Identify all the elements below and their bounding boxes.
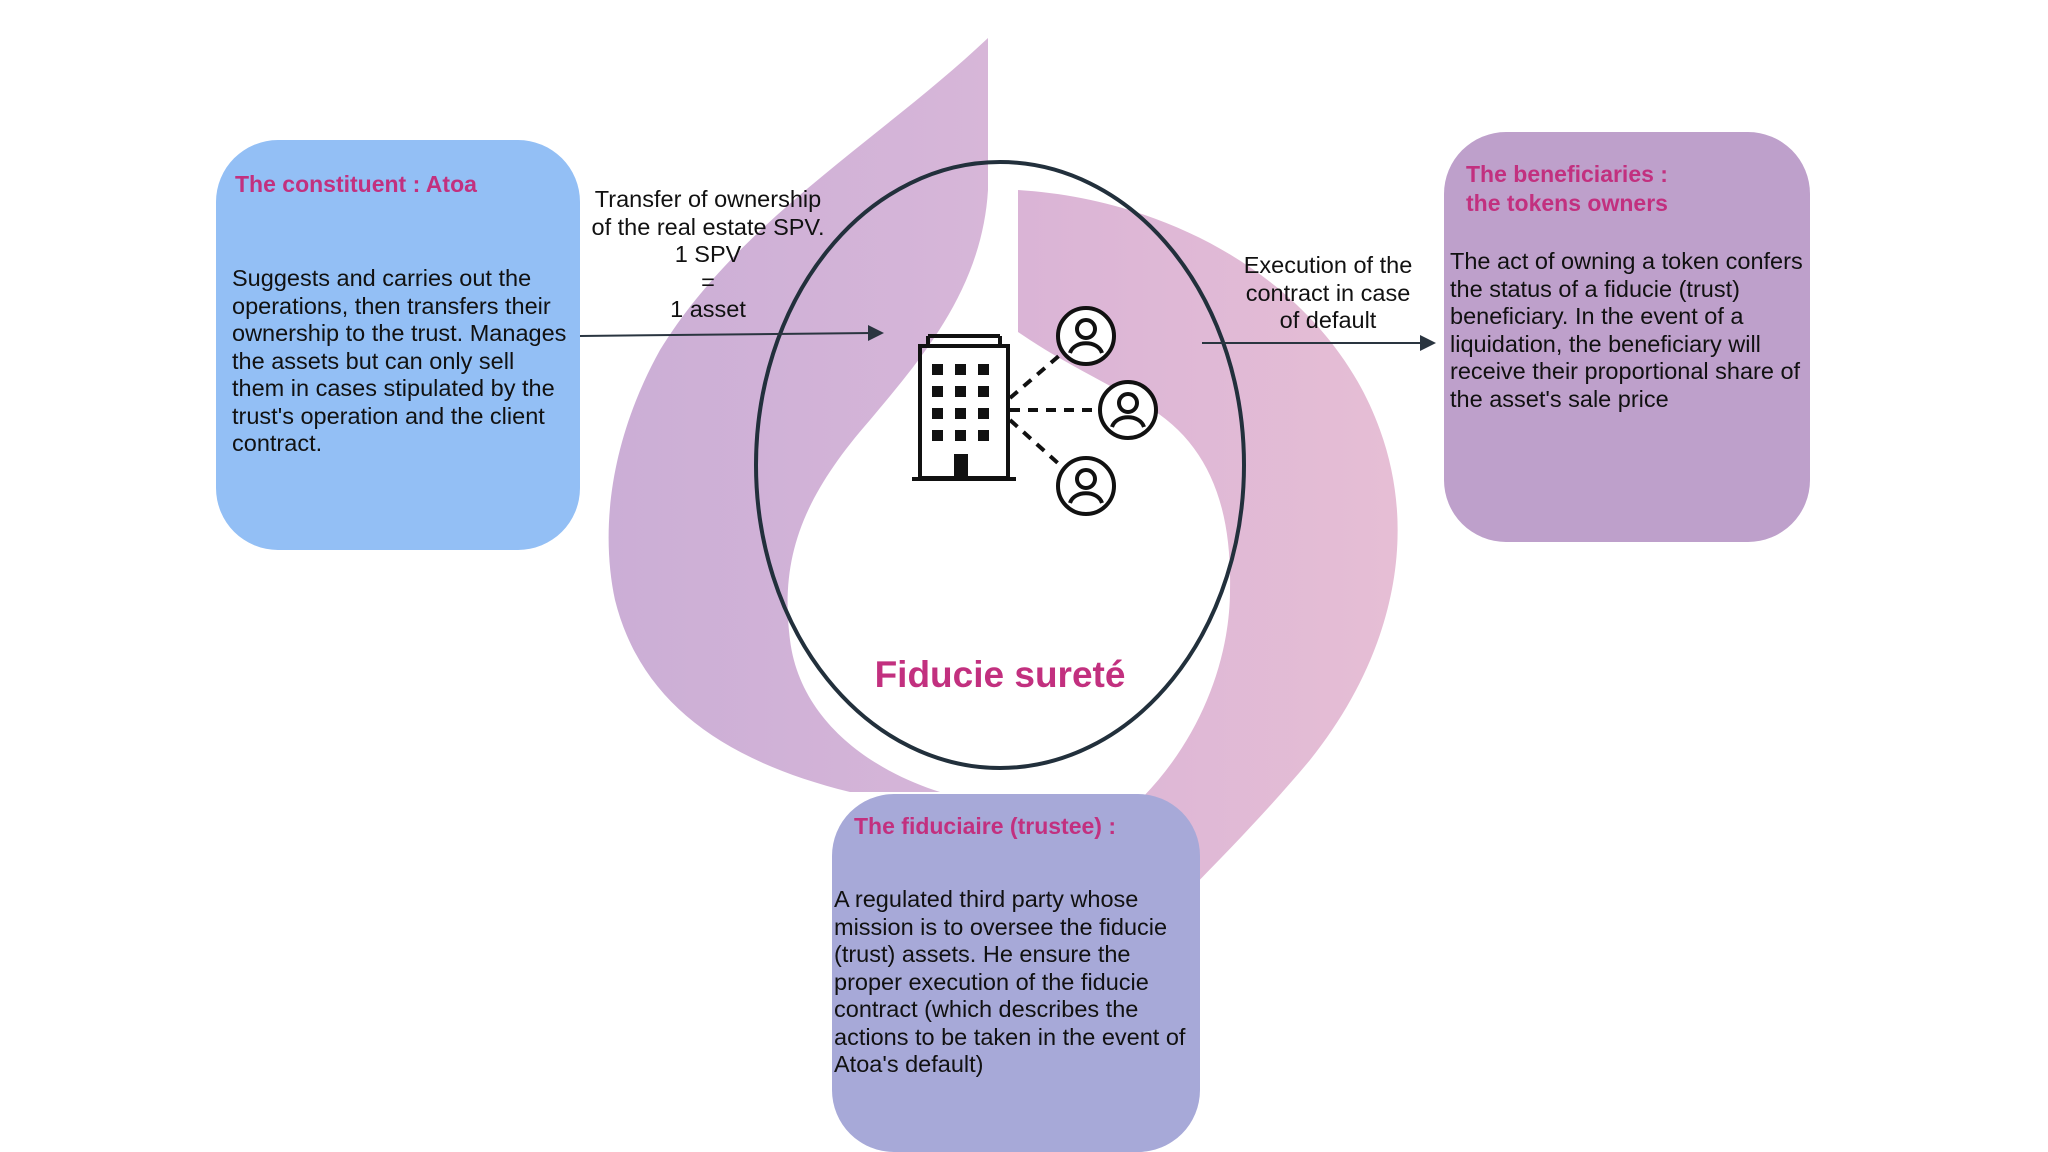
transfer-label-line: Transfer of ownership: [594, 186, 822, 212]
building-icon: [912, 334, 1016, 481]
constituent-description: Suggests and carries out the operations,…: [232, 265, 567, 456]
transfer-label-line: =: [701, 268, 715, 295]
transfer-label: Transfer of ownership of the real estate…: [574, 186, 842, 324]
execution-label-line: Execution of the: [1243, 252, 1413, 278]
beneficiaries-description: The act of owning a token confers the st…: [1450, 248, 1803, 412]
fiduciaire-title: The fiduciaire (trustee) :: [854, 813, 1116, 839]
execution-label-line: contract in case: [1245, 279, 1411, 306]
transfer-arrow: [579, 332, 873, 337]
transfer-label-line: 1 asset: [670, 296, 746, 322]
execution-label: Execution of the contract in case of def…: [1218, 252, 1438, 335]
transfer-label-line: 1 SPV: [674, 241, 742, 267]
execution-label-line: of default: [1279, 307, 1377, 333]
swirl-left-shape: [608, 38, 988, 792]
transfer-arrowhead: [868, 325, 884, 341]
execution-arrowhead: [1420, 335, 1436, 351]
beneficiaries-title: The beneficiaries : the tokens owners: [1466, 161, 1668, 216]
transfer-label-line: of the real estate SPV.: [591, 213, 825, 240]
person-icon: [1098, 380, 1158, 440]
fiduciaire-description: A regulated third party whose mission is…: [834, 886, 1186, 1077]
beneficiaries-box: The beneficiaries : the tokens owners Th…: [1444, 132, 1810, 542]
constituent-title: The constituent : Atoa: [235, 171, 477, 197]
person-icon: [1056, 456, 1116, 516]
center-title: Fiducie sureté: [874, 654, 1126, 695]
center-ellipse: [754, 160, 1246, 770]
swirl-right-shape: [1018, 190, 1398, 940]
constituent-box: The constituent : Atoa Suggests and carr…: [216, 140, 580, 550]
fiduciaire-box: The fiduciaire (trustee) : A regulated t…: [832, 794, 1200, 1152]
connector-lines: [1008, 353, 1100, 467]
person-icon: [1056, 306, 1116, 366]
